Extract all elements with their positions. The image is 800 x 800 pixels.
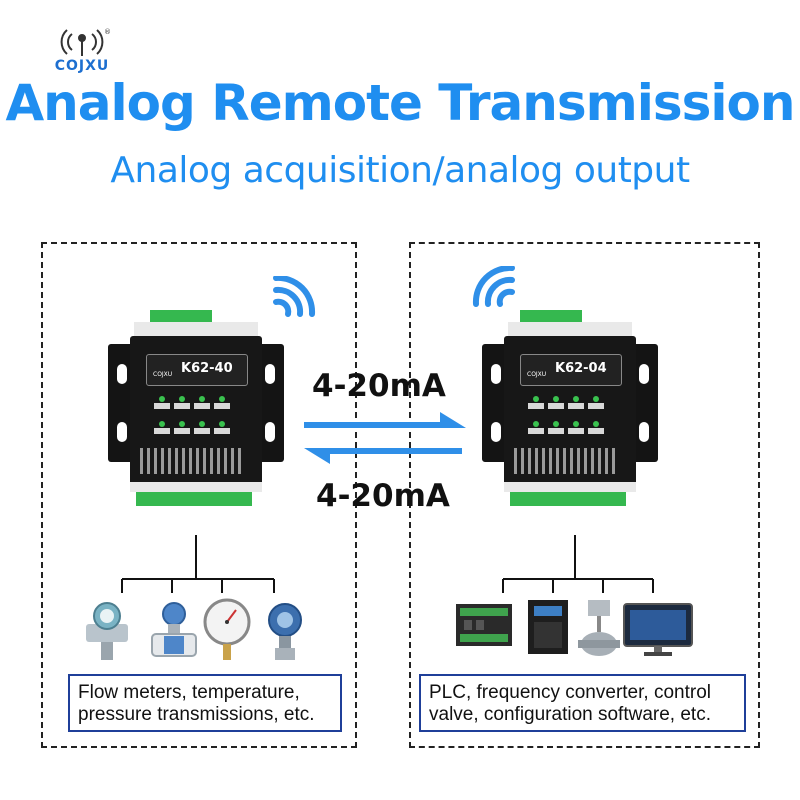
left-arrow-icon	[304, 448, 462, 464]
device-k62-40: K62-40 COJXU	[108, 310, 284, 506]
flow-meter-icon	[86, 602, 128, 660]
led-indicator	[548, 396, 564, 412]
device-model: K62-04	[555, 361, 607, 376]
device-body: K62-40 COJXU	[130, 336, 262, 488]
output-panel	[409, 242, 760, 748]
forward-signal-label: 4-20mA	[312, 368, 446, 404]
device-k62-04: K62-04 COJXU	[482, 310, 658, 506]
output-wiring	[502, 535, 654, 593]
led-indicator	[194, 396, 210, 412]
device-brand: COJXU	[153, 371, 173, 378]
input-caption-box: Flow meters, temperature, pressure trans…	[68, 674, 342, 732]
pressure-gauge-icon	[203, 598, 251, 660]
page-subtitle: Analog acquisition/analog output	[110, 150, 690, 191]
top-label-strip	[508, 322, 632, 336]
right-arrow-icon	[304, 412, 466, 428]
electromagnetic-flowmeter-icon	[151, 602, 197, 657]
terminal-block	[520, 310, 582, 324]
led-indicator	[548, 421, 564, 437]
led-indicator	[568, 421, 584, 437]
output-caption-box: PLC, frequency converter, control valve,…	[419, 674, 746, 732]
led-indicator	[154, 421, 170, 437]
wireless-signal-icon	[273, 276, 316, 317]
output-caption-line: PLC, frequency converter, control	[429, 682, 711, 703]
led-indicator	[588, 421, 604, 437]
vent-grille	[140, 448, 252, 474]
signal-tower-icon	[60, 29, 104, 56]
status-leds	[526, 394, 616, 444]
input-caption-line: pressure transmissions, etc.	[78, 704, 315, 725]
input-caption-line: Flow meters, temperature,	[78, 682, 300, 703]
cojxu-logo: ®	[60, 28, 111, 56]
led-indicator	[174, 421, 190, 437]
terminal-block	[136, 492, 252, 506]
bottom-label-strip	[504, 482, 636, 492]
vent-grille	[514, 448, 626, 474]
led-indicator	[174, 396, 190, 412]
input-wiring	[121, 535, 275, 593]
led-indicator	[214, 396, 230, 412]
registered-mark: ®	[104, 28, 111, 36]
led-indicator	[214, 421, 230, 437]
led-indicator	[568, 396, 584, 412]
led-indicator	[528, 421, 544, 437]
terminal-block	[150, 310, 212, 324]
acquisition-panel	[41, 242, 357, 748]
device-body: K62-04 COJXU	[504, 336, 636, 488]
led-indicator	[194, 421, 210, 437]
status-leds	[152, 394, 242, 444]
wireless-signal-icon	[472, 266, 515, 307]
device-label-plate: K62-40 COJXU	[146, 354, 248, 386]
device-model: K62-40	[181, 361, 233, 376]
plc-icon	[456, 604, 512, 646]
logo-text: COJXU	[54, 58, 110, 74]
page-title: Analog Remote Transmission	[5, 74, 795, 132]
led-indicator	[528, 396, 544, 412]
monitor-software-icon	[623, 603, 693, 656]
terminal-block	[510, 492, 626, 506]
frequency-converter-icon	[528, 600, 568, 654]
top-label-strip	[134, 322, 258, 336]
output-caption-line: valve, configuration software, etc.	[429, 704, 711, 725]
device-brand: COJXU	[527, 371, 547, 378]
pressure-transmitter-icon	[268, 603, 302, 660]
bottom-label-strip	[130, 482, 262, 492]
control-valve-icon	[578, 600, 620, 656]
backward-signal-label: 4-20mA	[316, 478, 450, 514]
led-indicator	[588, 396, 604, 412]
led-indicator	[154, 396, 170, 412]
device-label-plate: K62-04 COJXU	[520, 354, 622, 386]
